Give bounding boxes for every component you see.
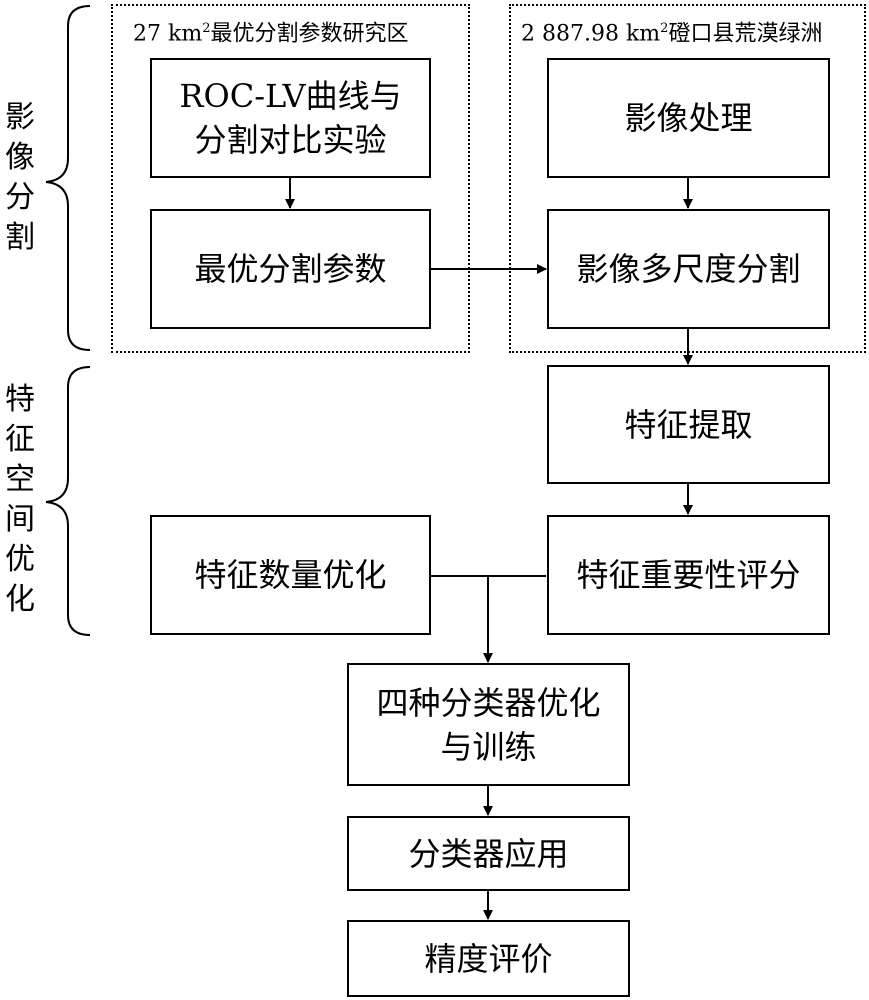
side-label-segmentation: 影像分割 [5,100,35,255]
accuracy-evaluation-box: 精度评价 [347,920,630,997]
multiscale-segmentation-box: 影像多尺度分割 [547,209,830,329]
optimal-params-box: 最优分割参数 [150,209,431,329]
feature-count-optimization-box: 特征数量优化 [150,515,431,635]
right-region-title: 2 887.98 km2磴口县荒漠绿洲 [521,21,823,47]
left-region-frame [111,4,470,353]
classifier-application-box: 分类器应用 [347,816,630,891]
roc-lv-line1: ROC-LV曲线与 [179,77,402,115]
right-region-frame [509,4,866,353]
image-processing-box: 影像处理 [547,58,830,178]
roc-lv-experiment-box: ROC-LV曲线与 分割对比实验 [150,58,431,178]
classifier-train-line2: 与训练 [440,727,537,766]
classifier-train-line1: 四种分类器优化 [376,683,601,722]
roc-lv-line2: 分割对比实验 [194,121,387,159]
side-label-feature-optimization: 特征空间优化 [5,382,35,617]
feature-importance-box: 特征重要性评分 [547,515,830,635]
feature-extraction-box: 特征提取 [547,365,830,484]
left-region-title: 27 km2最优分割参数研究区 [133,21,409,47]
classifier-training-box: 四种分类器优化 与训练 [347,663,630,786]
segmentation-brace [45,5,91,351]
feature-brace [45,366,91,636]
